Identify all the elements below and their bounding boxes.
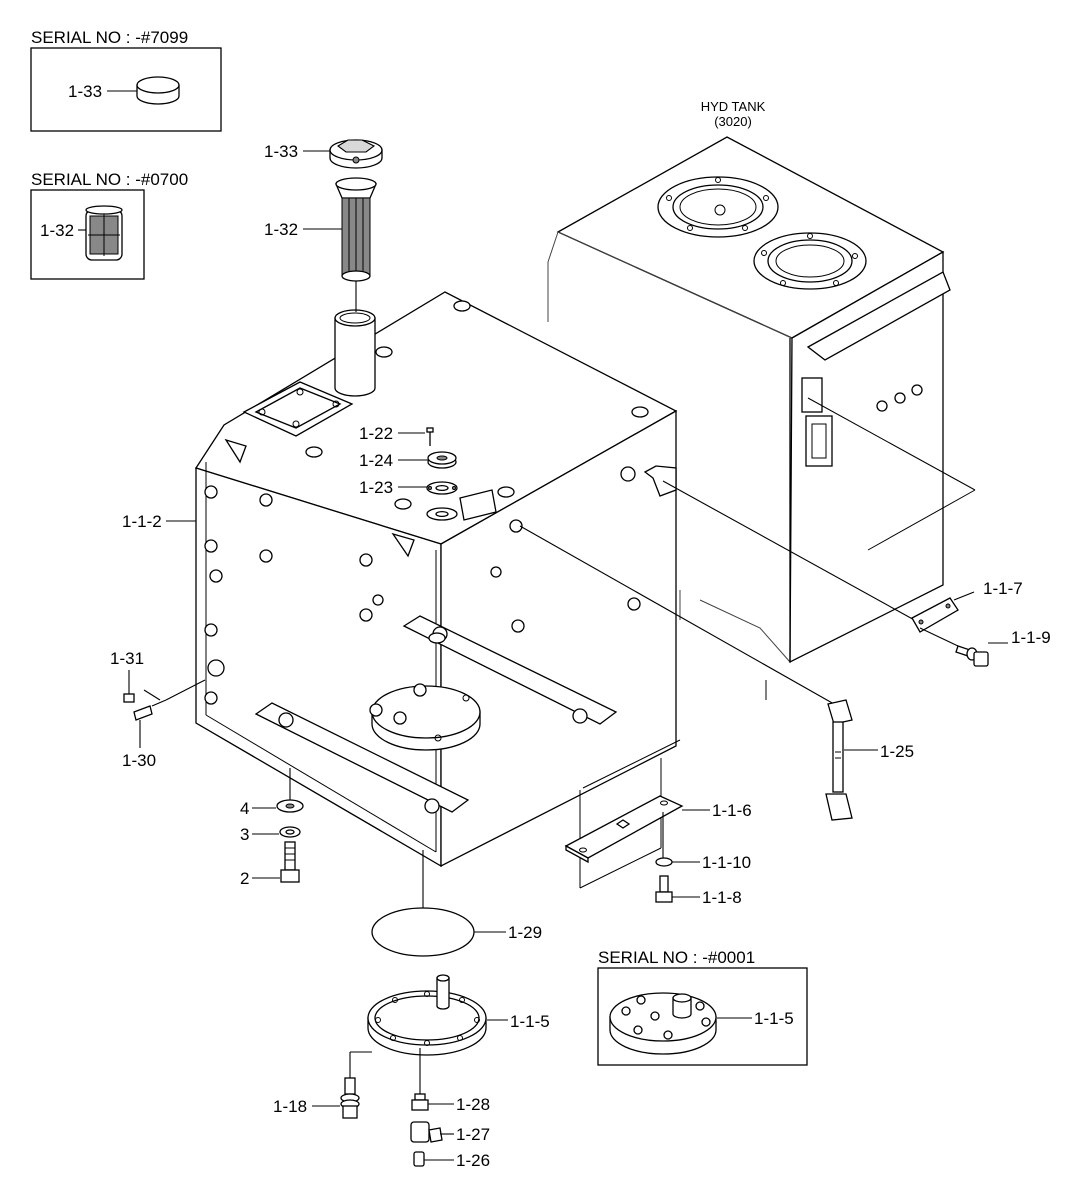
inset-part-label-1-32: 1-32 <box>40 221 74 240</box>
bottom-plate-alt-icon <box>609 992 717 1055</box>
part-label-1-1-8: 1-1-8 <box>702 888 742 907</box>
bracket-1-1-6 <box>564 680 767 889</box>
strainer-short-icon <box>85 205 123 261</box>
part-label-3: 3 <box>240 825 249 844</box>
part-label-1-28: 1-28 <box>456 1095 490 1114</box>
part-label-1-33: 1-33 <box>264 142 298 161</box>
part-label-1-30: 1-30 <box>122 751 156 770</box>
hyd-tank: HYD TANK (3020) <box>547 99 976 664</box>
hose-fitting-1-26 <box>413 1151 425 1167</box>
part-label-1-1-9: 1-1-9 <box>1011 628 1051 647</box>
part-label-1-1-10: 1-1-10 <box>702 853 751 872</box>
gasket-1-23 <box>426 481 458 495</box>
part-label-1-31: 1-31 <box>110 649 144 668</box>
part-label-1-1-5: 1-1-5 <box>510 1012 550 1031</box>
bolt-1-1-8 <box>655 875 673 903</box>
valve-1-27 <box>410 1121 443 1143</box>
part-label-1-23: 1-23 <box>359 478 393 497</box>
gasket-1-29 <box>371 907 475 957</box>
inset-serial-7099: SERIAL NO : -#7099 1-33 <box>30 28 222 132</box>
cap-plain-icon <box>136 76 180 105</box>
part-label-1-24: 1-24 <box>359 451 393 470</box>
inset-serial-0001: SERIAL NO : -#0001 1-1-5 <box>597 948 808 1066</box>
bottom-plate-1-1-5 <box>367 974 487 1056</box>
part-label-1-27: 1-27 <box>456 1125 490 1144</box>
plug-1-31 <box>123 693 135 703</box>
bolt-1-18 <box>340 1077 360 1119</box>
bracket-pad-icon <box>643 465 677 497</box>
hyd-tank-title: HYD TANK <box>701 99 766 114</box>
level-indicator-1-25 <box>825 699 853 821</box>
part-label-1-18: 1-18 <box>273 1097 307 1116</box>
hyd-tank-body <box>547 136 976 664</box>
leader-line <box>519 525 835 705</box>
inset-part-label-1-33: 1-33 <box>68 82 102 101</box>
bolt-2 <box>280 841 300 883</box>
part-label-1-1-6: 1-1-6 <box>712 801 752 820</box>
part-label-1-1-2: 1-1-2 <box>122 512 162 531</box>
part-label-1-22: 1-22 <box>359 424 393 443</box>
fitting-1-28 <box>411 1093 429 1111</box>
filler-cap-1-33 <box>329 139 383 169</box>
inset-frame-0700 <box>30 189 145 280</box>
leader-line <box>662 480 919 623</box>
fuel-tank-1-1-2 <box>194 291 678 868</box>
fuel-tank-side <box>440 409 677 868</box>
part-label-2: 2 <box>240 869 249 888</box>
part-label-1-29: 1-29 <box>508 923 542 942</box>
inset-serial-0700: SERIAL NO : -#0700 1-32 <box>30 170 188 280</box>
washer-1-1-10 <box>655 857 673 867</box>
inset-title-0001: SERIAL NO : -#0001 <box>598 948 755 967</box>
part-label-1-26: 1-26 <box>456 1151 490 1170</box>
part-label-4: 4 <box>240 799 249 818</box>
inset-frame-0001 <box>597 967 808 1066</box>
washer-3 <box>279 826 301 838</box>
gauge-cap-1-24 <box>427 451 457 469</box>
fitting-1-30 <box>133 679 206 721</box>
strainer-1-32 <box>335 177 377 282</box>
part-label-1-1-7: 1-1-7 <box>983 579 1023 598</box>
inset-title-0700: SERIAL NO : -#0700 <box>31 170 188 189</box>
inset-part-label-1-1-5: 1-1-5 <box>754 1009 794 1028</box>
screw-1-22 <box>426 427 434 446</box>
leader-line <box>919 627 959 647</box>
plate-1-1-7 <box>911 597 959 633</box>
inset-title-7099: SERIAL NO : -#7099 <box>31 28 188 47</box>
leader-line <box>953 591 975 601</box>
gauge-base-icon <box>426 507 458 521</box>
hyd-tank-code: (3020) <box>714 114 752 129</box>
washer-4 <box>276 799 304 813</box>
inset-frame-7099 <box>30 47 222 132</box>
bolt-1-1-9 <box>955 645 989 667</box>
part-label-1-25: 1-25 <box>880 742 914 761</box>
part-label-1-32: 1-32 <box>264 220 298 239</box>
